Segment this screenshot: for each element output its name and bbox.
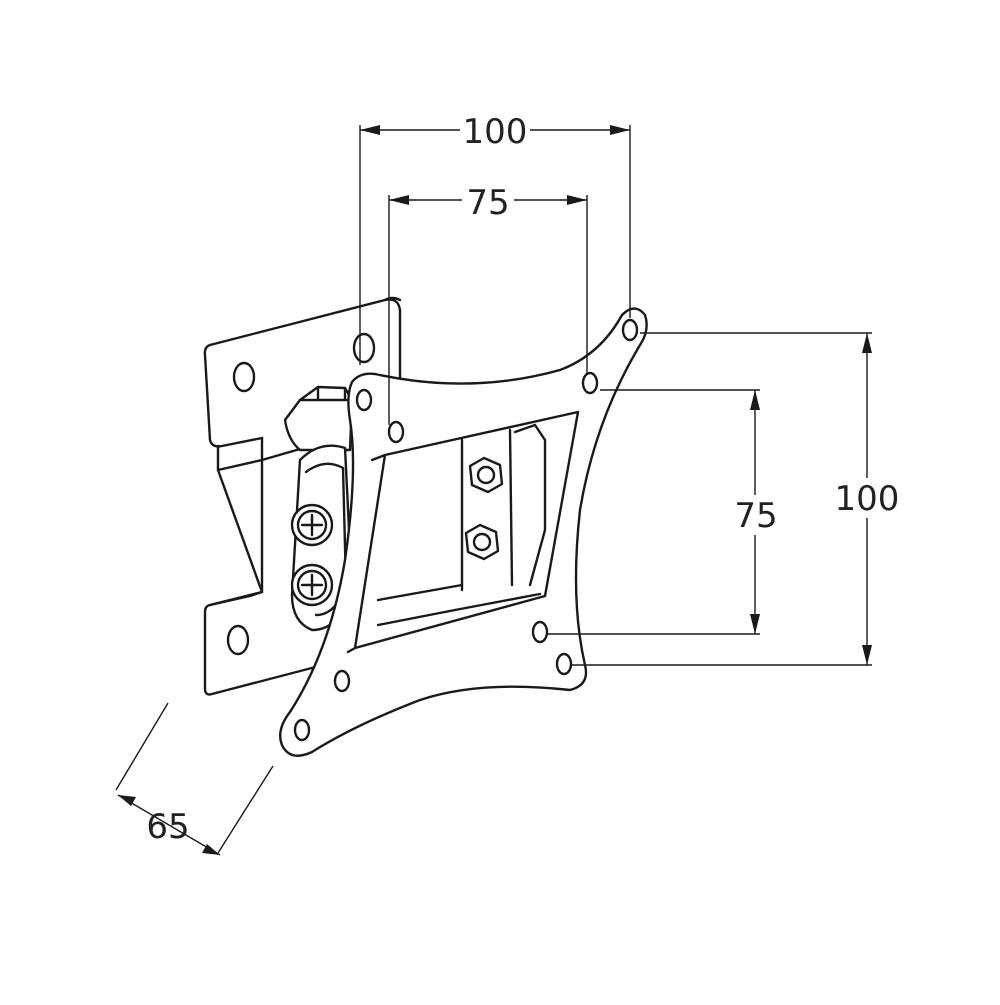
wall-plate-hole-bottom-left	[226, 624, 250, 656]
vesa-hole-100-top-right	[621, 318, 639, 342]
hex-nut-upper	[468, 456, 504, 494]
dimension-label-top-outer: 100	[463, 112, 528, 152]
dimension-top-outer: 100	[359, 112, 631, 365]
vesa-hole-100-bottom-right	[555, 652, 573, 676]
dimension-top-inner: 75	[388, 182, 588, 425]
dimension-right-inner: 75	[548, 389, 782, 635]
dimension-depth: 65	[115, 702, 274, 856]
dimension-label-top-inner: 75	[466, 183, 509, 223]
vesa-hole-100-bottom-left	[293, 718, 311, 742]
vesa-hole-75-bottom-left	[333, 669, 351, 693]
wall-plate-hole-top-left	[232, 361, 256, 393]
vesa-plate	[279, 307, 648, 757]
vesa-hole-75-top-left	[387, 420, 405, 444]
pivot-bolt	[283, 385, 354, 452]
vesa-hole-75-bottom-right	[531, 620, 549, 644]
vesa-hole-75-top-right	[581, 371, 599, 395]
arm-screw-upper	[290, 503, 334, 547]
dimension-label-right-outer: 100	[835, 479, 900, 519]
dimension-label-depth: 65	[146, 807, 189, 847]
arm-screw-lower	[290, 563, 334, 607]
dimension-right-outer: 100	[572, 332, 902, 666]
wall-plate-hole-top-right	[352, 332, 376, 364]
dimension-label-right-inner: 75	[734, 496, 777, 536]
vesa-hole-100-top-left	[355, 388, 373, 412]
hex-nut-lower	[464, 523, 500, 561]
